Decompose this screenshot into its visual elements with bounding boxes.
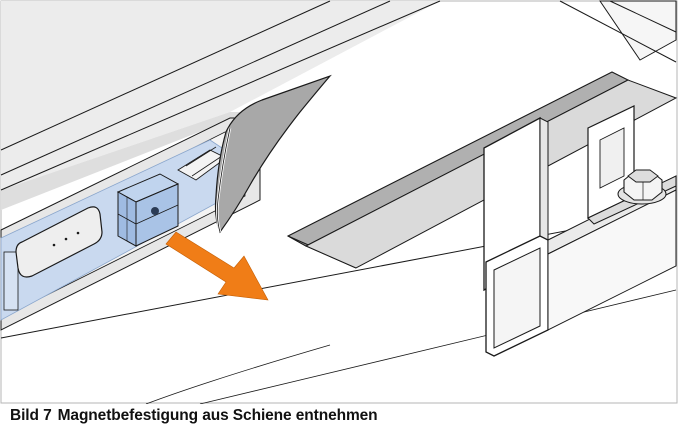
floor-line [199, 289, 677, 404]
magnet-strip [3, 251, 19, 311]
door-seal-flap [214, 74, 332, 234]
floor-sweep-line [145, 344, 331, 404]
figure-caption: Bild 7 Magnetbefestigung aus Schiene entn… [10, 405, 378, 427]
upper-beam [559, 0, 677, 63]
figure-number: Bild 7 [10, 407, 52, 424]
magnet-block-left [15, 206, 103, 278]
figure-caption-text: Magnetbefestigung aus Schiene entnehmen [57, 407, 378, 424]
hex-bolt [617, 169, 667, 205]
wall-edge-line [0, 0, 391, 176]
wire-clip [177, 146, 227, 181]
removal-arrow [165, 231, 269, 301]
technical-illustration [0, 0, 678, 404]
wall-edge-line [0, 0, 331, 151]
floor-line [0, 209, 677, 339]
wall-lower [1, 112, 250, 210]
magnet-holder-blue [116, 173, 180, 247]
wall-edge-line [0, 0, 441, 191]
